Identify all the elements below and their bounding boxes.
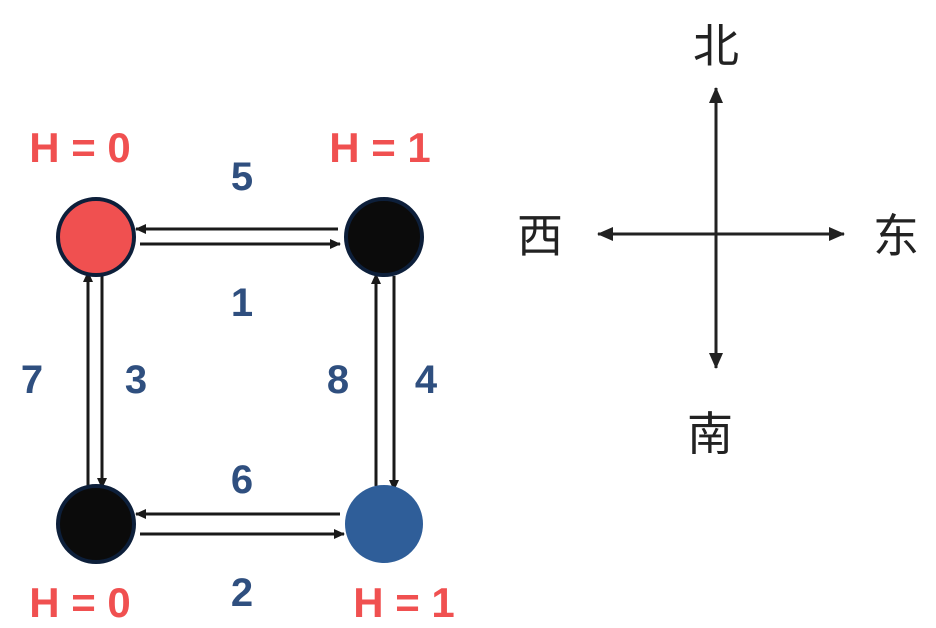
node-top-left <box>56 197 136 277</box>
h-label-bottom-left: H = 0 <box>29 579 131 626</box>
edge-label-1: 1 <box>231 281 253 325</box>
edge-label-4: 4 <box>415 358 438 402</box>
edge-label-5: 5 <box>231 155 253 199</box>
compass-east-label: 东 <box>873 209 919 263</box>
compass-north-label: 北 <box>693 19 739 73</box>
h-label-top-right: H = 1 <box>329 124 431 171</box>
edge-label-7: 7 <box>21 358 43 402</box>
compass-south-label: 南 <box>687 407 733 461</box>
node-bottom-right <box>345 485 423 563</box>
edge-label-2: 2 <box>231 571 253 615</box>
compass-west-label: 西 <box>517 209 563 263</box>
node-top-right <box>344 197 424 277</box>
node-bottom-left <box>56 484 136 564</box>
edge-label-8: 8 <box>327 358 349 402</box>
h-label-bottom-right: H = 1 <box>353 579 455 626</box>
edge-label-6: 6 <box>231 458 253 502</box>
edge-label-3: 3 <box>125 358 147 402</box>
h-label-top-left: H = 0 <box>29 124 131 171</box>
